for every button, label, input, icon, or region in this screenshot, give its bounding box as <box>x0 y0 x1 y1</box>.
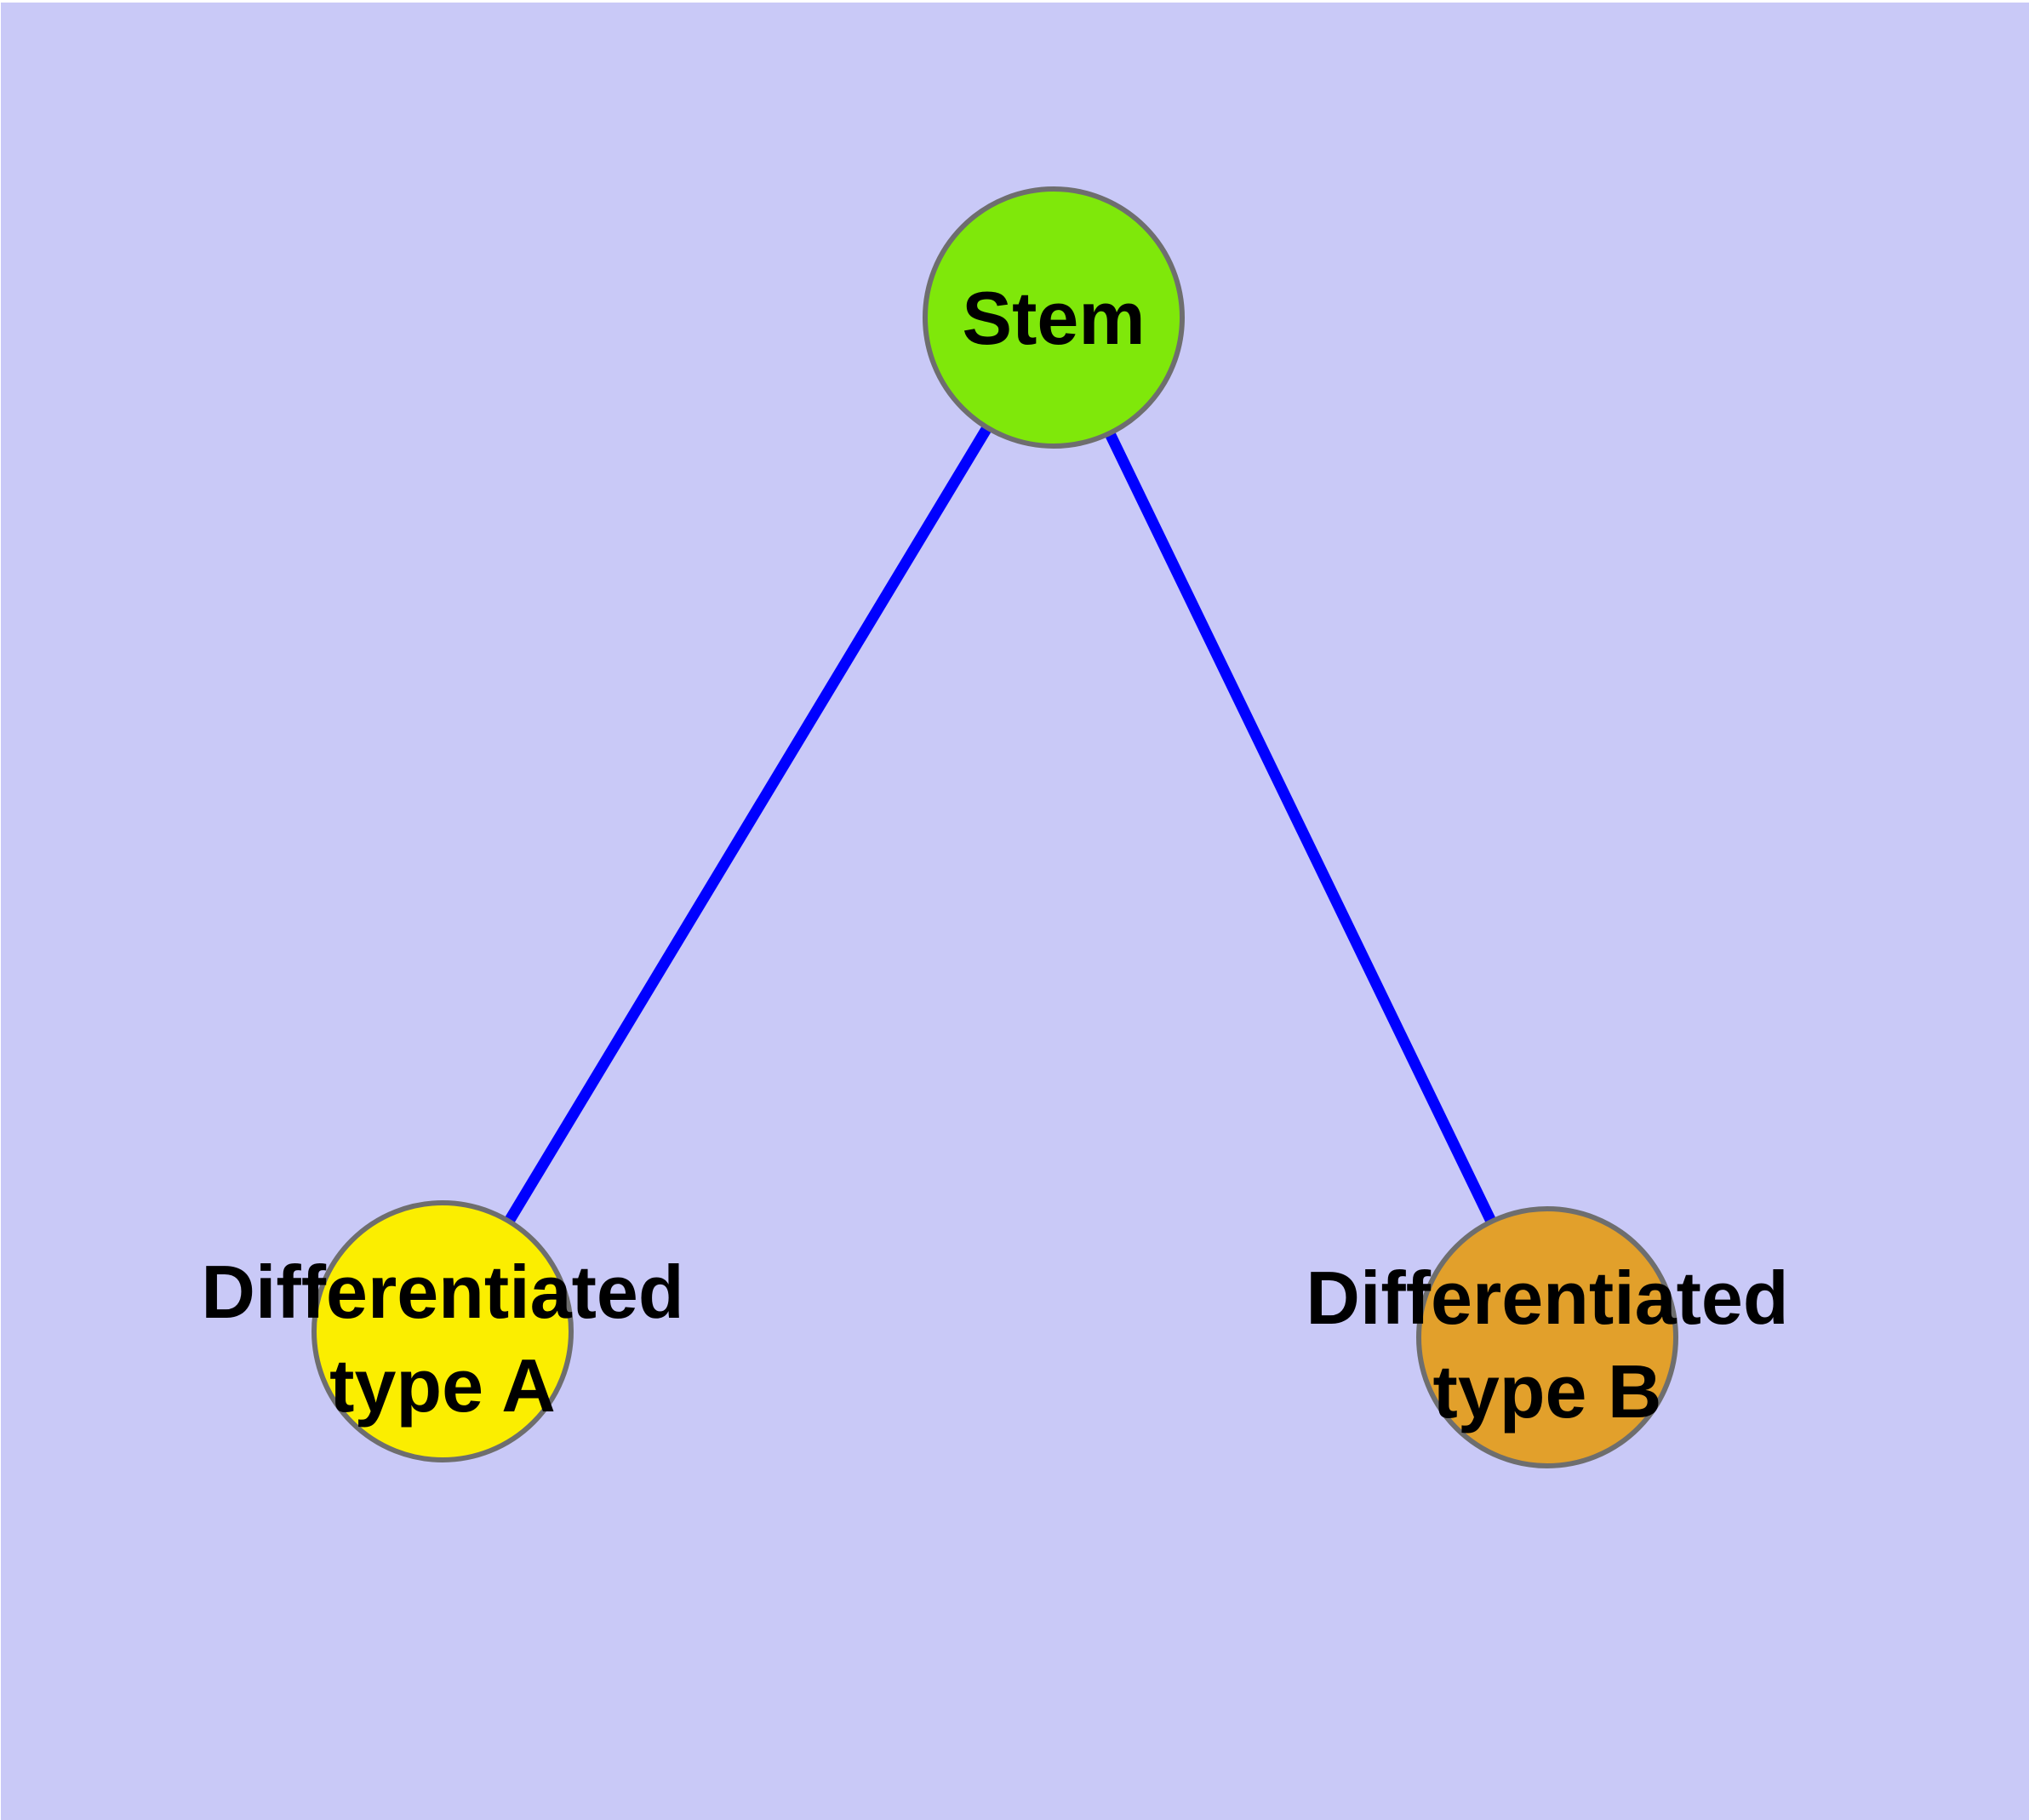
node-type-a-label-line1: Differentiated <box>201 1250 683 1334</box>
node-type-b-label-line2: type B <box>1433 1349 1662 1434</box>
node-type-b-label-line1: Differentiated <box>1306 1256 1788 1340</box>
node-type-a-label-line2: type A <box>329 1343 556 1428</box>
edge-stem-to-type-b <box>1049 315 1552 1340</box>
node-type-a <box>311 1200 574 1462</box>
node-stem <box>923 186 1185 449</box>
edge-stem-to-type-a <box>437 314 1059 1335</box>
node-stem-label: Stem <box>962 276 1145 360</box>
node-type-b <box>1416 1206 1678 1468</box>
